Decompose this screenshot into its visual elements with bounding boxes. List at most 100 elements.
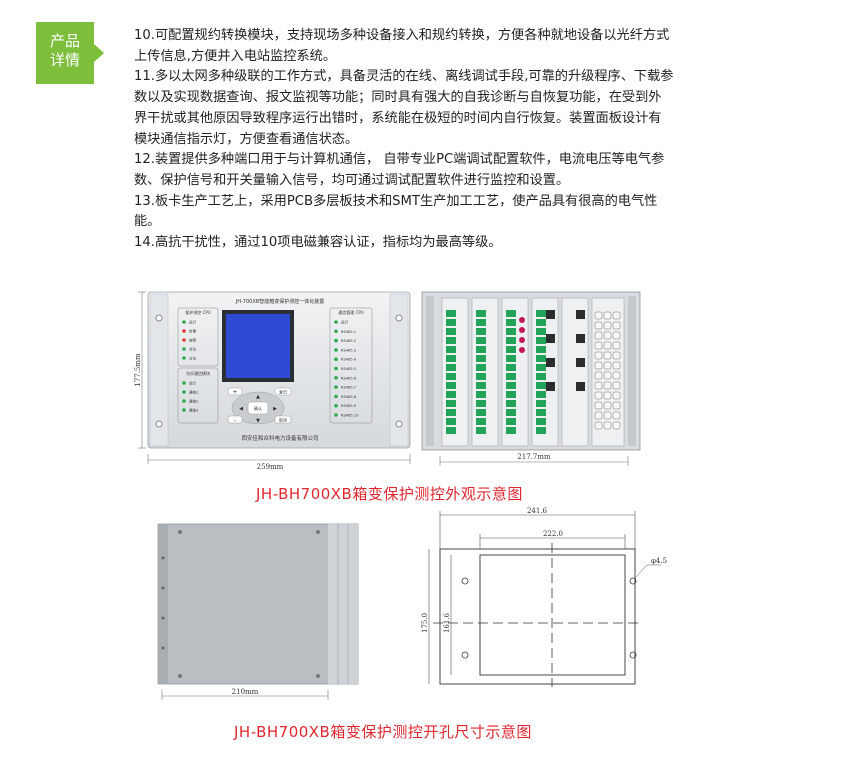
- detail-item-12: 12.装置提供多种端口用于与计算机通信， 自带专业PC端调试配置软件，电流电压等…: [134, 152, 665, 188]
- led-indicator: [182, 381, 186, 385]
- front-panel-title: JH-700XB智能箱变保护测控一体化装置: [235, 298, 324, 305]
- cutout-drawing: 241.6 222.0 φ4.5 175.0 161.6: [421, 507, 667, 687]
- terminal-block: [476, 418, 486, 425]
- outer-height-label: 175.0: [421, 613, 429, 633]
- power-terminal: [612, 391, 621, 400]
- detail-item-11: 11.多以太网多种级联的工作方式，具备灵活的在线、离线调试手段,可靠的升级程序、…: [134, 69, 674, 147]
- left-key[interactable]: ◀: [239, 406, 243, 412]
- terminal-block: [506, 355, 516, 362]
- terminal-block: [536, 328, 546, 335]
- led-label: RS485.9: [341, 404, 357, 408]
- detail-item-14: 14.高抗干扰性，通过10项电磁兼容认证，指标均为最高等级。: [134, 235, 502, 251]
- terminal-block: [446, 409, 456, 416]
- terminal-block: [506, 328, 516, 335]
- right-led-list: 运行RS485.1RS485.2RS485.3RS485.4RS485.5RS4…: [334, 320, 359, 418]
- up-key[interactable]: ▲: [256, 394, 260, 400]
- power-terminal: [612, 321, 621, 330]
- terminal-block: [446, 319, 456, 326]
- led-indicator: [182, 347, 186, 351]
- detail-item-10: 10.可配置规约转换模块，支持现场多种设备接入和规约转换，方便各种就地设备以光纤…: [134, 28, 670, 64]
- led-indicator: [182, 399, 186, 403]
- terminal-block: [476, 319, 486, 326]
- terminal-block: [536, 409, 546, 416]
- led-label: 运行: [189, 381, 197, 386]
- down-key[interactable]: ▼: [256, 418, 260, 424]
- rj45-port: [546, 358, 555, 367]
- rj45-port: [546, 382, 555, 391]
- badge-line-2: 详情: [49, 51, 80, 69]
- terminal-block: [536, 382, 546, 389]
- led-label: 通信1: [189, 390, 198, 395]
- outer-width-label: 241.6: [527, 507, 548, 515]
- led-label: 分位: [189, 356, 197, 361]
- fiber-port: [519, 347, 525, 353]
- power-terminal: [594, 401, 603, 410]
- back-key[interactable]: [274, 415, 292, 424]
- power-terminal: [612, 381, 621, 390]
- power-terminal: [612, 371, 621, 380]
- terminal-block: [446, 310, 456, 317]
- terminal-block: [476, 355, 486, 362]
- rj45-port: [576, 358, 585, 367]
- led-indicator: [334, 403, 338, 408]
- terminal-block: [506, 427, 516, 434]
- hole-diameter-label: φ4.5: [651, 557, 667, 565]
- reset-key[interactable]: [274, 387, 292, 396]
- terminal-block: [476, 346, 486, 353]
- power-terminal: [603, 351, 612, 360]
- terminal-block: [446, 382, 456, 389]
- terminal-block: [506, 310, 516, 317]
- plus-key[interactable]: [227, 387, 243, 396]
- rj45-port: [576, 382, 585, 391]
- fiber-port: [519, 317, 525, 323]
- terminal-block: [536, 427, 546, 434]
- power-terminal: [594, 371, 603, 380]
- power-terminal: [603, 401, 612, 410]
- minus-key-label: -: [234, 417, 236, 424]
- power-terminal: [612, 351, 621, 360]
- figure1-caption: JH-BH700XB箱变保护测控外观示意图: [256, 485, 523, 503]
- led-label: RS485.7: [341, 386, 356, 390]
- terminal-block: [446, 418, 456, 425]
- led-label: RS485.10: [341, 414, 359, 418]
- terminal-block: [506, 382, 516, 389]
- power-terminal: [594, 331, 603, 340]
- terminal-block: [476, 328, 486, 335]
- terminal-block: [476, 400, 486, 407]
- power-terminal: [603, 321, 612, 330]
- led-label: 运行: [341, 320, 349, 325]
- rj45-port: [576, 334, 585, 343]
- terminal-block: [476, 427, 486, 434]
- reset-key-label: 复归: [279, 389, 287, 395]
- power-terminal: [594, 361, 603, 370]
- led-indicator: [334, 366, 338, 371]
- terminal-block: [476, 373, 486, 380]
- power-terminal: [594, 421, 603, 430]
- power-terminal: [603, 331, 612, 340]
- power-terminal: [603, 391, 612, 400]
- power-terminal: [594, 391, 603, 400]
- minus-key[interactable]: [227, 415, 243, 424]
- terminal-block: [476, 382, 486, 389]
- confirm-key[interactable]: [247, 401, 269, 415]
- terminal-block: [506, 319, 516, 326]
- terminal-block: [506, 364, 516, 371]
- led-indicator: [334, 357, 338, 361]
- fiber-port: [519, 327, 525, 333]
- badge-line-1: 产品: [49, 32, 80, 50]
- side-view-drawing: 210mm: [157, 523, 359, 700]
- power-terminal: [603, 341, 612, 350]
- terminal-block: [536, 418, 546, 425]
- power-terminal: [603, 371, 612, 380]
- power-terminal: [603, 361, 612, 370]
- power-terminal: [594, 351, 603, 360]
- terminal-block: [536, 319, 546, 326]
- led-label: RS485.6: [341, 376, 357, 380]
- led-indicator: [334, 413, 338, 417]
- right-key[interactable]: ▶: [273, 406, 277, 412]
- right-group-title: 通信管理 CPU: [338, 309, 363, 315]
- terminal-block: [476, 409, 486, 416]
- confirm-key-label: 确认: [254, 405, 262, 411]
- led-label: 告警: [189, 329, 197, 334]
- terminal-block: [446, 355, 456, 362]
